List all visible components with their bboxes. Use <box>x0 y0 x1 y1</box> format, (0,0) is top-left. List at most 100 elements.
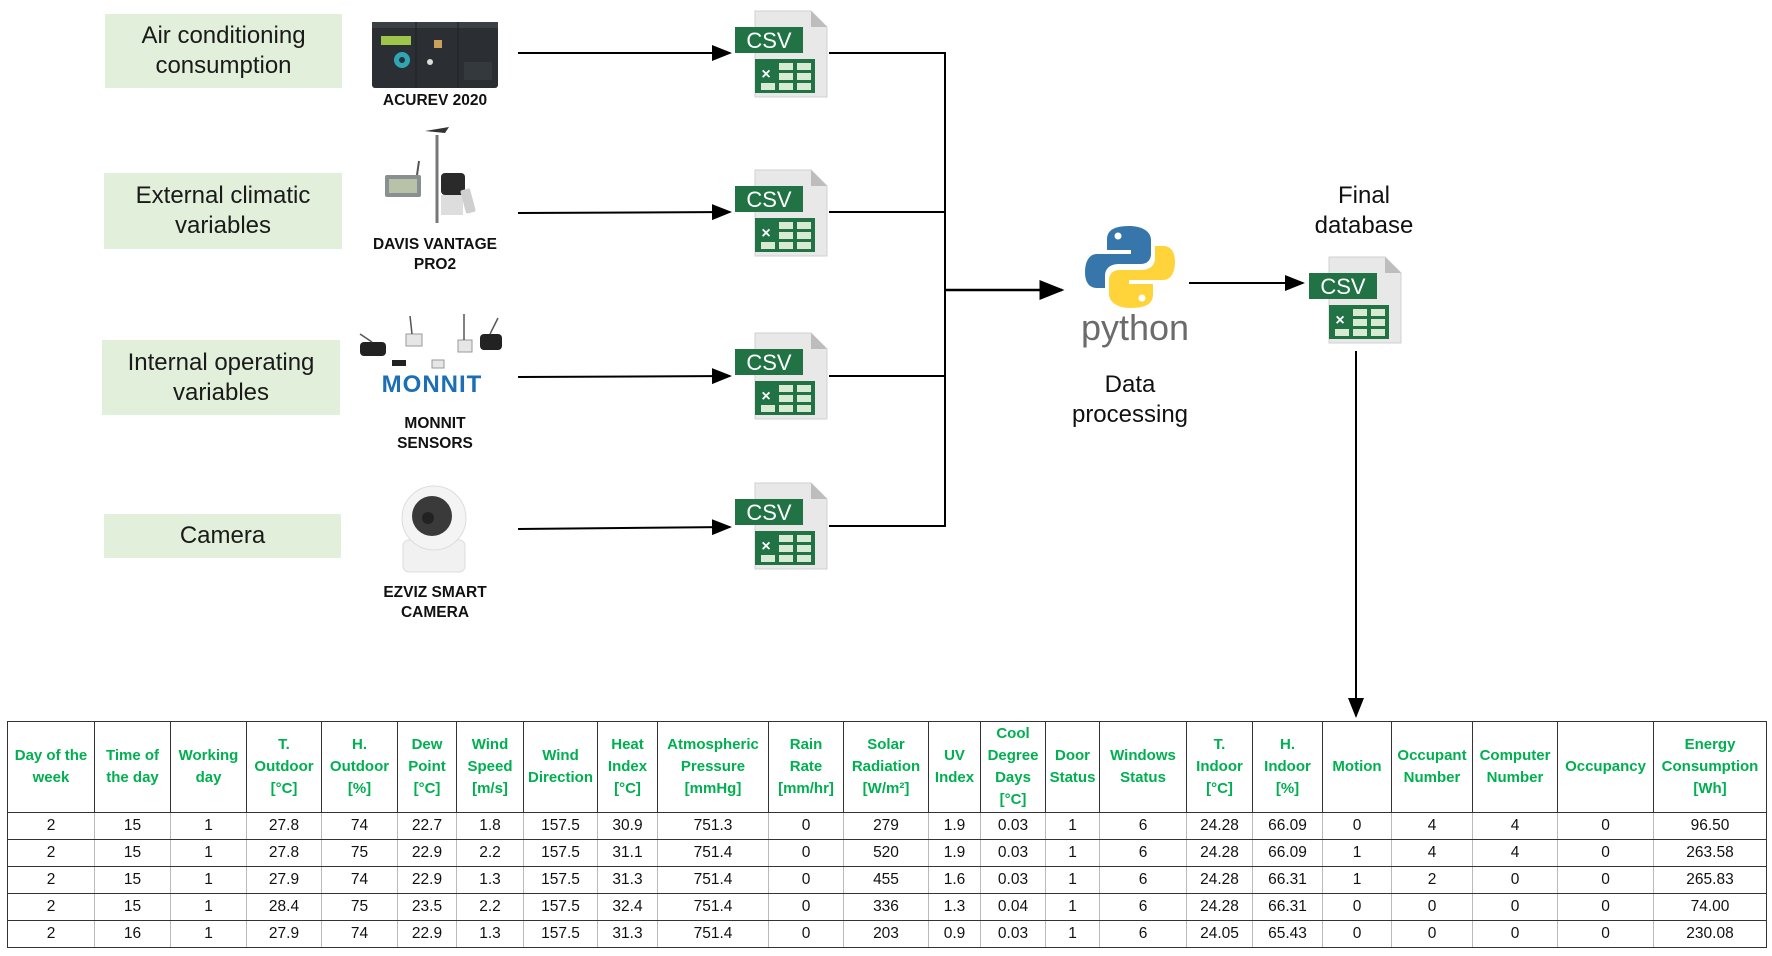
table-cell: 0 <box>1472 866 1558 894</box>
table-cell: 22.9 <box>397 839 457 867</box>
table-cell: 6 <box>1099 920 1187 948</box>
column-header: Rain Rate [mm/hr] <box>768 721 844 813</box>
table-cell: 66.31 <box>1252 866 1323 894</box>
table-cell: 0 <box>768 893 844 921</box>
table-cell: 74 <box>321 812 398 840</box>
table-cell: 24.28 <box>1186 866 1253 894</box>
table-cell: 455 <box>843 866 929 894</box>
table-cell: 1 <box>170 866 247 894</box>
table-cell: 0.04 <box>980 893 1046 921</box>
table-cell: 0 <box>768 839 844 867</box>
csv-file-icon-camera: CSV × <box>733 481 829 578</box>
table-cell: 24.28 <box>1186 893 1253 921</box>
table-cell: 1.9 <box>928 839 981 867</box>
table-cell: 27.9 <box>246 920 322 948</box>
svg-text:×: × <box>761 225 770 242</box>
source-box-internal-operating: Internal operating variables <box>102 340 340 415</box>
table-cell: 1 <box>1045 893 1100 921</box>
table-cell: 157.5 <box>523 893 598 921</box>
table-cell: 74 <box>321 920 398 948</box>
table-cell: 2 <box>7 839 95 867</box>
table-cell: 2 <box>7 812 95 840</box>
table-cell: 0 <box>768 812 844 840</box>
column-header: H. Indoor [%] <box>1252 721 1323 813</box>
table-cell: 0.03 <box>980 812 1046 840</box>
csv-icon-text: CSV <box>1320 274 1366 299</box>
source-box-air-conditioning: Air conditioning consumption <box>105 14 342 88</box>
column-header: Occupancy <box>1557 721 1654 813</box>
table-cell: 751.4 <box>657 866 769 894</box>
table-cell: 75 <box>321 839 398 867</box>
davis-weather-station-image <box>385 127 476 223</box>
table-cell: 22.7 <box>397 812 457 840</box>
table-cell: 751.4 <box>657 920 769 948</box>
table-cell: 2.2 <box>456 839 524 867</box>
table-cell: 1 <box>170 893 247 921</box>
table-cell: 31.1 <box>597 839 658 867</box>
table-cell: 265.83 <box>1653 866 1767 894</box>
svg-text:×: × <box>1335 312 1344 329</box>
column-header: Time of the day <box>94 721 171 813</box>
csv-file-icon-monnit: CSV× <box>733 331 829 428</box>
table-cell: 203 <box>843 920 929 948</box>
table-cell: 0 <box>1557 812 1654 840</box>
column-header: Atmospheric Pressure [mmHg] <box>657 721 769 813</box>
table-cell: 6 <box>1099 893 1187 921</box>
table-cell: 1 <box>170 920 247 948</box>
table-cell: 0 <box>1391 893 1473 921</box>
table-cell: 28.4 <box>246 893 322 921</box>
table-cell: 230.08 <box>1653 920 1767 948</box>
column-header: Dew Point [°C] <box>397 721 457 813</box>
table-cell: 0 <box>1557 866 1654 894</box>
table-cell: 31.3 <box>597 866 658 894</box>
source-box-external-climatic: External climatic variables <box>104 173 342 249</box>
table-cell: 23.5 <box>397 893 457 921</box>
table-cell: 16 <box>94 920 171 948</box>
table-cell: 27.9 <box>246 866 322 894</box>
table-cell: 336 <box>843 893 929 921</box>
column-header: T. Indoor [°C] <box>1186 721 1253 813</box>
table-cell: 31.3 <box>597 920 658 948</box>
table-cell: 0 <box>1322 920 1392 948</box>
table-cell: 157.5 <box>523 812 598 840</box>
csv-file-icon-final-database: CSV × <box>1307 255 1403 352</box>
monnit-sensors-image: MONNIT <box>359 314 502 396</box>
csv-icon-text: CSV <box>746 500 792 525</box>
device-label-davis: DAVIS VANTAGE PRO2 <box>372 236 497 273</box>
table-cell: 157.5 <box>523 920 598 948</box>
arrow-monnit-to-csv <box>517 368 732 385</box>
table-cell: 27.8 <box>246 839 322 867</box>
svg-text:×: × <box>761 538 770 555</box>
table-cell: 0 <box>1557 893 1654 921</box>
table-cell: 0 <box>1472 893 1558 921</box>
table-cell: 4 <box>1472 839 1558 867</box>
table-cell: 1.3 <box>456 866 524 894</box>
table-cell: 66.31 <box>1252 893 1323 921</box>
table-cell: 1 <box>1045 920 1100 948</box>
column-header: Energy Consumption [Wh] <box>1653 721 1767 813</box>
table-cell: 30.9 <box>597 812 658 840</box>
table-cell: 1 <box>170 812 247 840</box>
column-header: Day of the week <box>7 721 95 813</box>
column-header: H. Outdoor [%] <box>321 721 398 813</box>
table-cell: 2 <box>7 920 95 948</box>
column-header: Cool Degree Days [°C] <box>980 721 1046 813</box>
csv-icon-text: CSV <box>746 28 792 53</box>
table-cell: 32.4 <box>597 893 658 921</box>
column-header: Working day <box>170 721 247 813</box>
table-cell: 4 <box>1391 812 1473 840</box>
table-cell: 24.05 <box>1186 920 1253 948</box>
table-cell: 157.5 <box>523 866 598 894</box>
column-header: Heat Index [°C] <box>597 721 658 813</box>
table-cell: 2.2 <box>456 893 524 921</box>
arrow-davis-to-csv <box>517 204 732 221</box>
table-cell: 2 <box>1391 866 1473 894</box>
table-cell: 2 <box>7 893 95 921</box>
table-cell: 1 <box>170 839 247 867</box>
table-cell: 1.8 <box>456 812 524 840</box>
column-header: T. Outdoor [°C] <box>246 721 322 813</box>
table-cell: 2 <box>7 866 95 894</box>
